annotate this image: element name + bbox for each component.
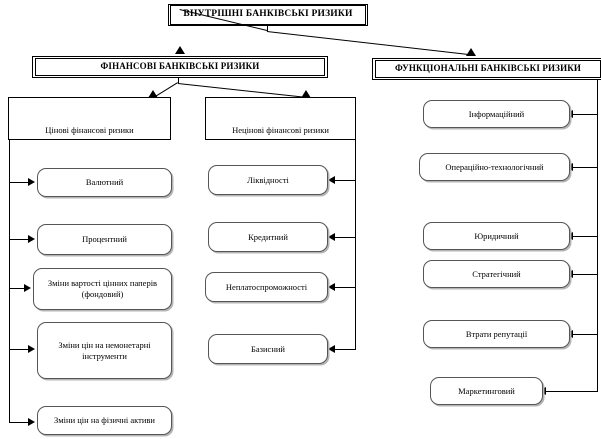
price-item-5-label: Зміни цін на фізичні активи [54, 415, 155, 426]
branch-functional-4 [573, 274, 598, 275]
branch-nonprice-1 [334, 180, 356, 181]
arrow-nonprice-4 [328, 345, 335, 353]
branch-nonprice-3 [334, 287, 356, 288]
functional-item-2[interactable]: Операційно-технологічний [419, 153, 570, 181]
branch-price-1 [9, 182, 31, 183]
trunk-price [9, 140, 10, 423]
arrow-price-5 [28, 418, 35, 426]
arrow-price-2 [28, 235, 35, 243]
functional-item-4-label: Стратегічний [472, 268, 521, 279]
price-item-3-label: Зміни вартості цінних паперів (фондовий) [47, 278, 158, 299]
branch-functional-6 [546, 391, 598, 392]
arrow-nonprice-2 [328, 233, 335, 241]
nonprice-item-2-label: Кредитний [248, 231, 288, 242]
price-item-1[interactable]: Валютний [37, 168, 172, 197]
nonprice-item-1-label: Ліквідності [247, 174, 289, 185]
arrow-price-1 [28, 178, 35, 186]
nonprice-item-3[interactable]: Неплатоспроможності [205, 272, 328, 302]
functional-item-5-label: Втрати репутації [465, 328, 528, 339]
diagram-title-label: ВНУТРІШНІ БАНКІВСЬКІ РИЗИКИ [170, 5, 366, 25]
branch-price-4 [9, 349, 31, 350]
financial-risks-box: ФІНАНСОВІ БАНКІВСЬКІ РИЗИКИ [32, 56, 328, 78]
nonprice-risks-group-label: Нецінові фінансові ризики [232, 125, 329, 136]
price-item-1-label: Валютний [85, 177, 124, 188]
arrow-nonprice-3 [328, 283, 335, 291]
arrow-price-4 [28, 345, 35, 353]
price-item-2[interactable]: Процентний [37, 224, 172, 255]
functional-item-3[interactable]: Юридичний [423, 222, 570, 250]
trunk-nonprice [355, 140, 356, 350]
financial-risks-label: ФІНАНСОВІ БАНКІВСЬКІ РИЗИКИ [35, 58, 325, 76]
arrow-into-functional [466, 48, 476, 56]
branch-functional-5 [573, 334, 598, 335]
connector-financial-stem [178, 78, 179, 83]
price-risks-group-box: Цінові фінансові ризики [8, 97, 171, 140]
functional-item-4[interactable]: Стратегічний [423, 260, 570, 288]
connector-title-to-functional [266, 31, 470, 56]
nonprice-item-1[interactable]: Ліквідності [208, 165, 328, 195]
functional-risks-box: ФУНКЦІОНАЛЬНІ БАНКІВСЬКІ РИЗИКИ [372, 58, 601, 80]
price-item-4-label: Зміни цін на немонетарні інструменти [58, 339, 151, 361]
price-item-4[interactable]: Зміни цін на немонетарні інструменти [37, 322, 172, 379]
diagram-title-box: ВНУТРІШНІ БАНКІВСЬКІ РИЗИКИ [168, 4, 368, 26]
branch-nonprice-4 [334, 349, 356, 350]
price-item-5[interactable]: Зміни цін на фізичні активи [37, 406, 172, 435]
connector-financial-to-price [154, 82, 178, 98]
connector-title-stem [267, 26, 268, 31]
branch-price-3 [9, 288, 27, 289]
nonprice-item-4[interactable]: Базисний [208, 334, 328, 364]
arrow-into-nonprice-group [301, 90, 311, 98]
branch-nonprice-2 [334, 237, 356, 238]
branch-price-5 [9, 422, 31, 423]
functional-item-6-label: Маркетинговий [458, 385, 515, 396]
nonprice-risks-group-box: Нецінові фінансові ризики [205, 97, 356, 140]
functional-risks-label: ФУНКЦІОНАЛЬНІ БАНКІВСЬКІ РИЗИКИ [375, 60, 601, 78]
arrow-into-price-group [148, 90, 158, 98]
branch-functional-3 [573, 236, 598, 237]
functional-item-1[interactable]: Інформаційний [423, 100, 570, 128]
nonprice-item-4-label: Базисний [251, 343, 285, 354]
price-risks-group-label: Цінові фінансові ризики [45, 125, 134, 136]
branch-functional-2 [573, 167, 598, 168]
price-item-2-label: Процентний [82, 234, 127, 245]
functional-item-6[interactable]: Маркетинговий [430, 377, 543, 405]
functional-item-3-label: Юридичний [474, 230, 519, 241]
arrow-into-financial [175, 46, 185, 54]
nonprice-item-3-label: Неплатоспроможності [225, 281, 308, 292]
arrow-price-3 [24, 284, 31, 292]
connector-financial-to-nonprice [177, 83, 307, 98]
branch-functional-1 [573, 114, 598, 115]
functional-item-5[interactable]: Втрати репутації [423, 320, 570, 348]
nonprice-item-2[interactable]: Кредитний [208, 222, 328, 252]
functional-item-1-label: Інформаційний [468, 108, 525, 119]
arrow-nonprice-1 [328, 176, 335, 184]
functional-item-2-label: Операційно-технологічний [445, 161, 544, 172]
branch-price-2 [9, 239, 31, 240]
price-item-3[interactable]: Зміни вартості цінних паперів (фондовий) [33, 268, 172, 310]
